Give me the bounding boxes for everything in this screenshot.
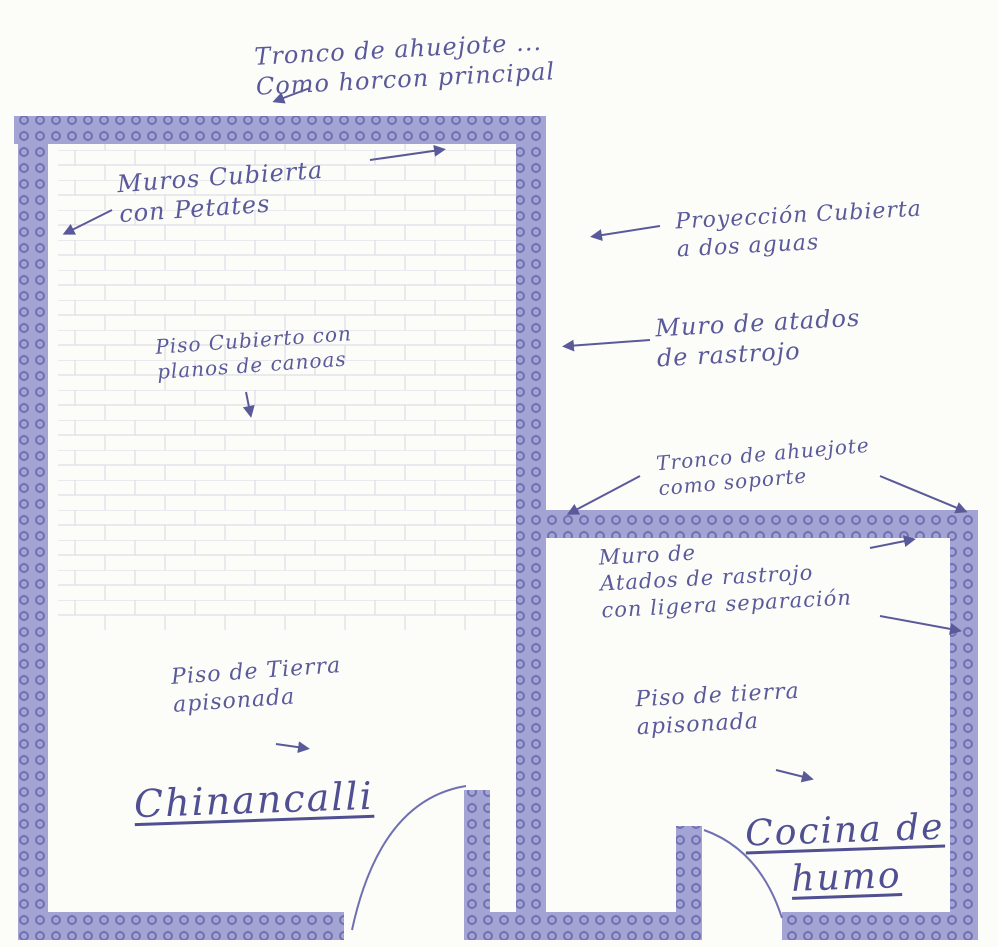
cocina-door-jamb: [676, 826, 702, 940]
arrow-tronco-soporte-right: [879, 475, 968, 514]
label-muro-ligera: Muro de Atados de rastrojo con ligera se…: [598, 540, 853, 623]
arrow-tronco-principal: [272, 87, 311, 104]
cocina-top-wall: [546, 510, 976, 538]
cocina-walls: [546, 510, 978, 940]
arrow-tronco-soporte-left: [566, 475, 641, 515]
chinancalli-bottom-wall: [18, 912, 344, 940]
label-muro-atados: Muro de atados de rastrojo: [654, 303, 861, 373]
label-piso-tierra-cocina: Piso de tierra apisonada: [634, 678, 801, 740]
arrow-muro-ligera-top: [869, 535, 916, 549]
cocina-door-swing: [703, 829, 783, 919]
arrow-piso-tierra-2: [775, 769, 814, 783]
chinancalli-right-wall: [516, 116, 546, 938]
arrow-proyeccion: [590, 225, 661, 242]
arrow-muro-atados: [562, 339, 651, 352]
arrow-muro-left: [62, 209, 113, 235]
room-title-cocina: Cocina de humo: [744, 806, 946, 900]
chinancalli-door-swing: [351, 785, 467, 931]
arrow-muro-ligera-bottom: [879, 615, 962, 635]
covered-floor-hatch: [58, 140, 528, 630]
chinancalli-bottom-right-wall: [464, 912, 546, 940]
chinancalli-top-wall: [14, 116, 542, 144]
arrow-muro-right: [369, 144, 446, 161]
cocina-right-wall: [950, 510, 978, 940]
cocina-bottom-left-wall: [546, 912, 682, 940]
cocina-bottom-right-wall: [782, 912, 978, 940]
leader-arrows: [62, 87, 968, 783]
chinancalli-walls: [14, 116, 546, 940]
arrow-piso-tierra-1: [275, 741, 310, 754]
arrow-piso-cubierto: [242, 391, 255, 418]
chinancalli-left-wall: [18, 116, 48, 938]
room-title-chinancalli: Chinancalli: [133, 773, 375, 827]
